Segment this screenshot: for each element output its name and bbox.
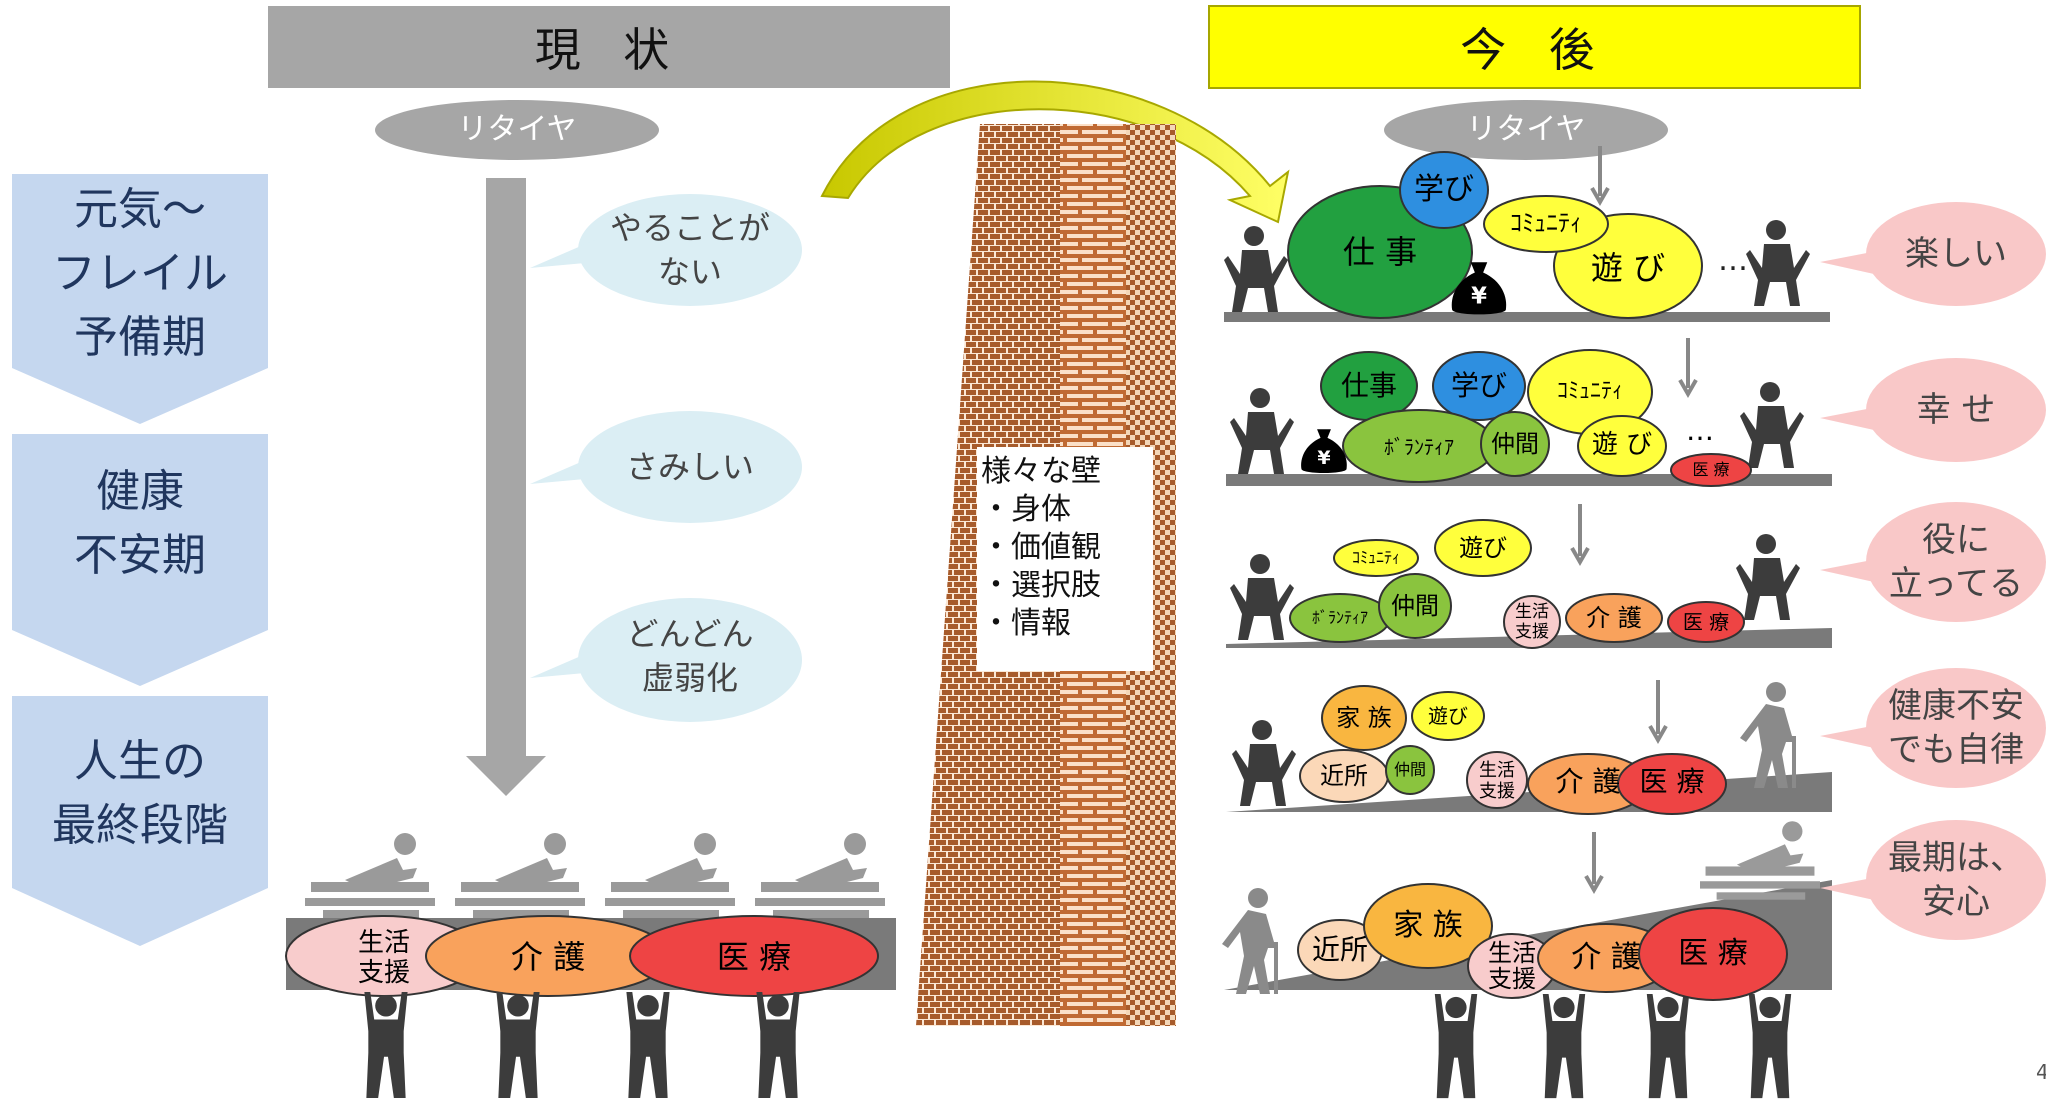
feel-3-shape: [1866, 502, 2046, 622]
row5-family-label: 家 族: [1393, 908, 1463, 943]
row4-friends: [1385, 745, 1435, 795]
row2-friends: [1480, 411, 1550, 477]
feel-5-shape: [1866, 820, 2046, 940]
row1-learn: [1399, 151, 1489, 229]
current-header-label: 現 状: [534, 23, 684, 77]
row1-community-label: ｺﾐｭﾆﾃｨ: [1510, 209, 1582, 237]
bubble-2-text: さみしい: [625, 448, 754, 486]
future-header-bg: [1208, 5, 1861, 89]
feel-4-text: 健康不安 でも自律: [1888, 686, 2024, 770]
row3-support-label: 生活 支援: [1515, 602, 1549, 642]
row2-play-label: 遊 び: [1591, 430, 1653, 460]
row3-community-label: ｺﾐｭﾆﾃｨ: [1351, 548, 1400, 567]
row1-community: [1483, 195, 1609, 253]
row3-medical: [1667, 601, 1745, 643]
row4-play-label: 遊び: [1428, 704, 1468, 728]
row3-play-label: 遊び: [1459, 534, 1507, 562]
row3-friends: [1378, 573, 1452, 639]
row4-play: [1411, 691, 1485, 741]
row3-play: [1434, 519, 1532, 577]
row4-support: [1466, 751, 1528, 809]
left-retire-label: リタイヤ: [457, 112, 577, 147]
current-header-bg: [268, 6, 950, 88]
bubble-3-text: どんどん 虚弱化: [626, 615, 754, 697]
wall-item-info: ・情報: [981, 606, 1071, 641]
future-header-label: 今 後: [1460, 23, 1609, 77]
row2-friends-label: 仲間: [1491, 430, 1539, 458]
row4-care-label: 介 護: [1555, 765, 1621, 798]
row2-work-label: 仕事: [1340, 369, 1397, 402]
decline-arrow: [466, 178, 546, 796]
right-retire-oval: [1384, 100, 1668, 160]
phase-chevron-3: [12, 696, 268, 946]
row2-medical: [1670, 453, 1752, 487]
phase-chevron-2: [12, 434, 268, 686]
phase-chevron-1: [12, 174, 268, 424]
row3-medical-label: 医 療: [1682, 610, 1730, 634]
row2-learn: [1432, 351, 1526, 421]
current-header: 現 状: [268, 6, 950, 88]
row2-volunteer-label: ﾎﾞﾗﾝﾃｨｱ: [1384, 435, 1454, 459]
bubble-1-shape: [578, 194, 802, 306]
page-number: 4: [2036, 1060, 2046, 1084]
row4-friends-label: 仲間: [1393, 760, 1426, 779]
row1-ellipsis: …: [1718, 243, 1748, 278]
bubble-1-text: やることが ない: [609, 209, 770, 291]
row3-care: [1565, 593, 1663, 643]
feel-1-text: 楽しい: [1905, 234, 2007, 274]
wall-item-values: ・価値観: [981, 530, 1101, 565]
row2-learn-label: 学び: [1450, 369, 1507, 402]
bubble-3-shape: [578, 598, 802, 722]
row3-support: [1503, 595, 1561, 649]
wall-title: 様々な壁: [981, 454, 1101, 489]
row1-play-label: 遊 び: [1590, 249, 1666, 287]
wall-textbox: 様々な壁 ・身体 ・価値観 ・選択肢 ・情報: [977, 447, 1153, 671]
row4-medical-label: 医 療: [1639, 765, 1705, 798]
feel-5-text: 最期は、 安心: [1888, 838, 2024, 922]
row2-community-label: ｺﾐｭﾆﾃｨ: [1556, 379, 1623, 404]
phase-label-1: 元気～ フレイル 予備期: [52, 184, 228, 363]
row2-medical-label: 医 療: [1692, 460, 1730, 479]
row5-medical: [1638, 907, 1788, 1001]
row3-community: [1333, 539, 1419, 577]
row4-support-label: 生活 支援: [1479, 760, 1515, 802]
wall-item-body: ・身体: [981, 492, 1071, 527]
wall-item-choices: ・選択肢: [981, 568, 1101, 603]
row3-volunteer-label: ﾎﾞﾗﾝﾃｨｱ: [1311, 608, 1368, 627]
right-retire-label: リタイヤ: [1466, 112, 1586, 147]
row5-neighborhood-label: 近所: [1311, 933, 1368, 966]
left-base-support-label: 生活 支援: [357, 928, 410, 988]
row2-play: [1577, 415, 1667, 477]
row1-learn-label: 学び: [1414, 172, 1474, 207]
left-base-medical: [629, 915, 879, 997]
row5-medical-label: 医 療: [1678, 936, 1748, 971]
row3-care-label: 介 護: [1586, 604, 1642, 632]
row1-platform: [1224, 312, 1830, 322]
row1-work-label: 仕 事: [1342, 233, 1418, 271]
phase-label-3: 人生の 最終段階: [52, 736, 228, 851]
future-header: 今 後: [1209, 6, 1860, 88]
row5-support-label: 生活 支援: [1488, 939, 1536, 993]
row1-group: [1287, 151, 1703, 319]
row4-medical: [1617, 753, 1727, 815]
phase-label-2: 健康 不安期: [74, 466, 206, 581]
feel-2-text: 幸 せ: [1916, 390, 1996, 430]
transition-arrow: [820, 80, 1290, 224]
row3-friends-label: 仲間: [1391, 592, 1439, 620]
row4-family-label: 家 族: [1336, 704, 1392, 732]
left-base-medical-label: 医 療: [716, 938, 792, 976]
left-base-care-label: 介 護: [510, 938, 586, 976]
bubble-2-shape: [578, 411, 802, 523]
row5-care-label: 介 護: [1571, 940, 1641, 975]
row4-neighborhood-label: 近所: [1320, 762, 1368, 790]
row5-family: [1363, 883, 1493, 969]
row4-family: [1321, 685, 1407, 751]
feel-2-shape: [1866, 358, 2046, 462]
left-retire-oval: [375, 100, 659, 160]
feel-1-shape: [1866, 202, 2046, 306]
feel-3-text: 役に 立ってる: [1888, 520, 2024, 604]
feel-4-shape: [1866, 668, 2046, 788]
row2-ellipsis: …: [1686, 414, 1714, 447]
